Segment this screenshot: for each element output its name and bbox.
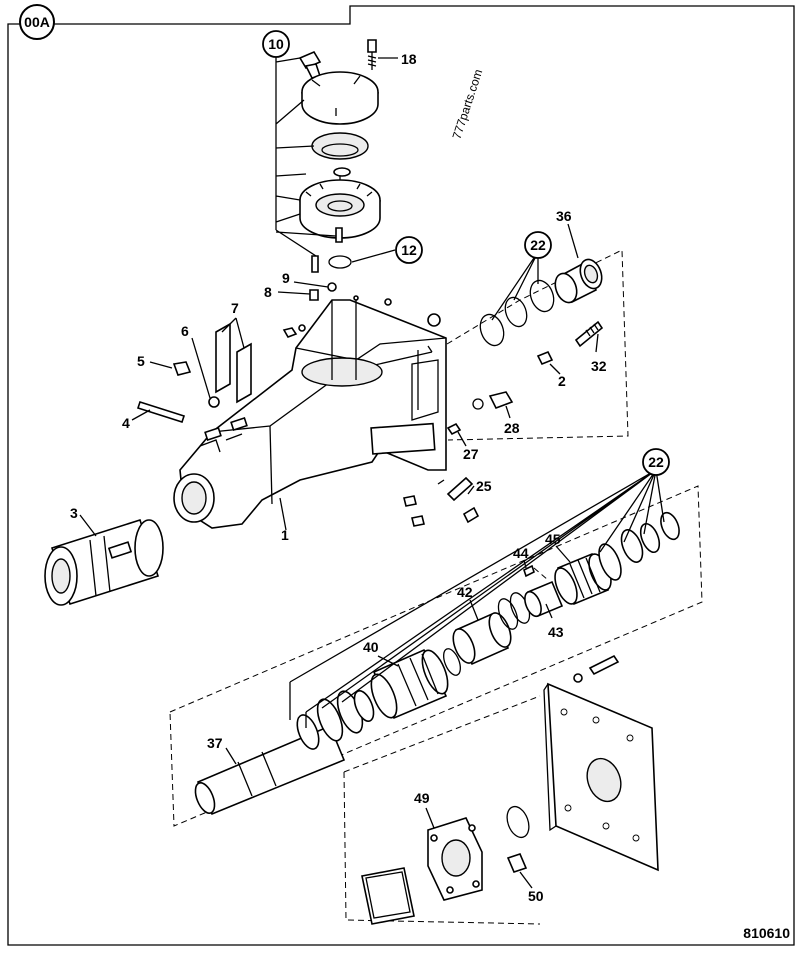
bushing — [44, 518, 164, 606]
callout-22-lower: 22 — [642, 448, 670, 476]
callout-3: 3 — [70, 505, 78, 521]
callout-22-top: 22 — [524, 231, 552, 259]
section-code: 00A — [24, 14, 50, 30]
callout-28: 28 — [504, 420, 520, 436]
callout-43: 43 — [548, 624, 564, 640]
callout-44: 44 — [513, 545, 529, 561]
svg-text:22: 22 — [648, 454, 664, 470]
callout-45: 45 — [545, 531, 561, 547]
callout-50: 50 — [528, 888, 544, 904]
callout-9: 9 — [282, 270, 290, 286]
callout-6: 6 — [181, 323, 189, 339]
watermark-top: 777parts.com — [450, 67, 486, 140]
callout-27: 27 — [463, 446, 479, 462]
callout-25: 25 — [476, 478, 492, 494]
callout-42: 42 — [457, 584, 473, 600]
svg-text:10: 10 — [268, 36, 284, 52]
top-cover-assembly — [298, 39, 381, 273]
small-parts-left: 9 8 7 6 5 4 — [122, 270, 392, 431]
callout-4: 4 — [122, 415, 130, 431]
callout-7: 7 — [231, 300, 239, 316]
figure-number: 810610 — [743, 925, 790, 941]
callout-5: 5 — [137, 353, 145, 369]
callout-36: 36 — [556, 208, 572, 224]
callout-8: 8 — [264, 284, 272, 300]
shaft-assembly — [194, 511, 680, 816]
pump-adapter — [361, 805, 530, 925]
callout-40: 40 — [363, 639, 379, 655]
sheet-frame — [7, 5, 795, 946]
callout-37: 37 — [207, 735, 223, 751]
rings-and-bearing — [403, 258, 604, 527]
callout-18: 18 — [401, 51, 417, 67]
svg-text:22: 22 — [530, 237, 546, 253]
callout-12: 12 — [395, 236, 423, 264]
callout-49: 49 — [414, 790, 430, 806]
section-badge: 00A — [19, 4, 55, 40]
svg-text:12: 12 — [401, 242, 417, 258]
callout-1: 1 — [281, 527, 289, 543]
callout-32: 32 — [591, 358, 607, 374]
end-plate — [543, 654, 659, 872]
callout-10: 10 — [262, 30, 290, 58]
main-housing — [173, 299, 447, 529]
callout-2: 2 — [558, 373, 566, 389]
